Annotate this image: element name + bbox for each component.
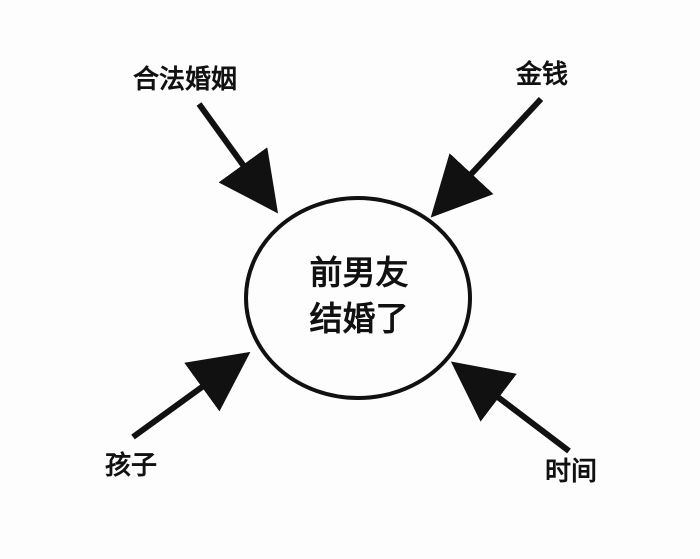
arrow-time bbox=[450, 361, 571, 454]
label-legal-marriage: 合法婚姻 bbox=[133, 65, 238, 95]
center-node-text: 前男友 结婚了 bbox=[246, 250, 472, 342]
arrow-children bbox=[131, 351, 251, 440]
center-line-1: 前男友 bbox=[309, 253, 409, 292]
arrow-legal-marriage bbox=[196, 102, 279, 214]
label-money: 金钱 bbox=[516, 60, 569, 90]
center-line-2: 结婚了 bbox=[309, 299, 409, 338]
label-time: 时间 bbox=[545, 457, 598, 487]
label-children: 孩子 bbox=[105, 451, 158, 481]
arrow-money bbox=[430, 96, 544, 218]
center-ellipse bbox=[244, 196, 472, 400]
